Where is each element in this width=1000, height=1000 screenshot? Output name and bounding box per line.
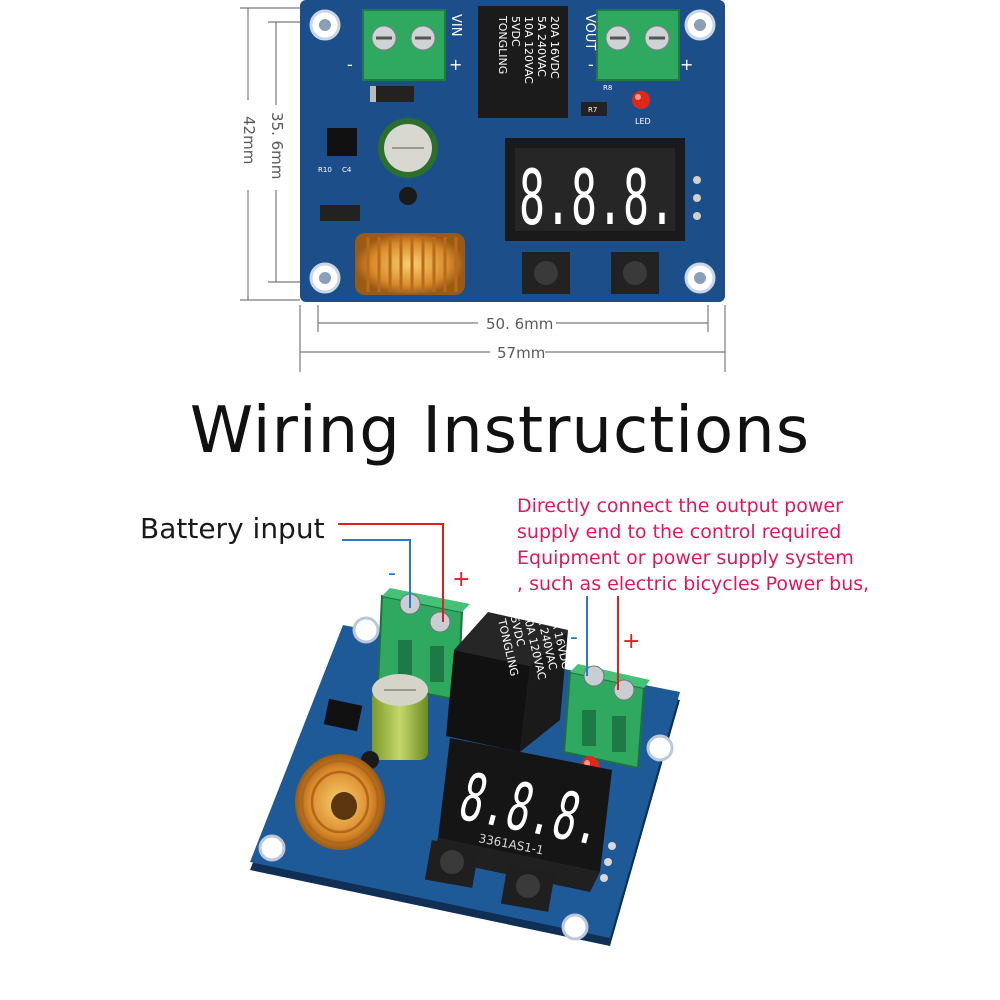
inner-height-label: 35. 6mm bbox=[268, 112, 286, 179]
page-title: Wiring Instructions bbox=[189, 394, 811, 468]
display-top bbox=[505, 138, 685, 241]
push-buttons-top bbox=[522, 252, 659, 294]
vin-minus: - bbox=[347, 55, 353, 74]
input-minus-label: - bbox=[388, 561, 396, 586]
vin-plus: + bbox=[449, 55, 462, 74]
output-note-line: , such as electric bicycles Power bus, bbox=[517, 573, 870, 595]
smd-diode-top bbox=[320, 205, 360, 221]
diode-band bbox=[370, 86, 376, 102]
top-view: 35. 6mm 42mm 50. 6mm 57mm bbox=[240, 0, 726, 372]
capacitor-3d bbox=[361, 674, 428, 769]
input-plus-label: + bbox=[452, 567, 470, 592]
input-terminal-top bbox=[362, 9, 446, 81]
width-dimension bbox=[299, 305, 726, 372]
vin-label: VIN bbox=[448, 14, 463, 36]
r10-label: R10 bbox=[318, 166, 332, 174]
relay-spec-3: 5A 240VAC bbox=[535, 16, 548, 77]
battery-input-label: Battery input bbox=[140, 512, 325, 545]
outer-width-label: 57mm bbox=[497, 344, 545, 362]
output-wires bbox=[586, 596, 619, 690]
height-dimension bbox=[240, 7, 300, 301]
relay-spec-2: 10A 120VAC bbox=[522, 16, 535, 84]
header-pins-top bbox=[693, 176, 701, 220]
relay-top: TONGLING 5VDC 10A 120VAC 5A 240VAC 20A 1… bbox=[478, 6, 568, 118]
output-note-line: Equipment or power supply system bbox=[517, 547, 854, 569]
relay-3d: TONGLING 5VDC 10A 120VAC 5A 240VAC 20A 1… bbox=[446, 606, 573, 752]
inner-width-label: 50. 6mm bbox=[486, 315, 553, 333]
push-buttons-3d bbox=[424, 840, 556, 912]
capacitor-top bbox=[378, 118, 438, 205]
ic-3d bbox=[323, 698, 363, 732]
header-pins-3d bbox=[600, 842, 616, 882]
inductor-coil-top bbox=[355, 233, 465, 295]
mounting-holes-3d bbox=[258, 616, 674, 941]
output-note-line: Directly connect the output power bbox=[517, 495, 843, 517]
output-plus-label: + bbox=[622, 629, 640, 654]
inductor-coil-3d bbox=[295, 754, 385, 850]
led-label: LED bbox=[635, 117, 651, 126]
output-note: Directly connect the output power supply… bbox=[517, 493, 869, 597]
output-note-line: supply end to the control required bbox=[517, 521, 842, 543]
input-negative-wire bbox=[342, 539, 411, 608]
diode-top bbox=[370, 86, 414, 102]
relay-spec-4: 20A 16VDC bbox=[548, 16, 561, 79]
led-top bbox=[632, 91, 650, 109]
relay-brand: TONGLING bbox=[496, 15, 509, 74]
vout-minus: - bbox=[588, 55, 594, 74]
output-terminal-top bbox=[596, 9, 680, 81]
outer-height-label: 42mm bbox=[240, 116, 258, 164]
perspective-view: TONGLING 5VDC 10A 120VAC 5A 240VAC 20A 1… bbox=[250, 523, 680, 946]
input-terminal-3d bbox=[376, 588, 470, 702]
display-digits-top: 8.8.8. bbox=[519, 153, 675, 242]
output-minus-label: - bbox=[570, 625, 578, 650]
mounting-holes bbox=[309, 9, 716, 294]
c4-label: C4 bbox=[342, 166, 352, 174]
ic-top bbox=[327, 128, 357, 156]
relay-spec-1: 5VDC bbox=[509, 16, 522, 47]
output-terminal-3d bbox=[562, 664, 650, 770]
input-wires bbox=[338, 523, 444, 622]
r8-label: R8 bbox=[603, 84, 612, 92]
vout-label: VOUT bbox=[582, 14, 597, 50]
smd-r7 bbox=[581, 102, 607, 116]
vout-plus: + bbox=[680, 55, 693, 74]
input-positive-wire bbox=[338, 523, 444, 622]
r7-label: R7 bbox=[588, 106, 597, 114]
